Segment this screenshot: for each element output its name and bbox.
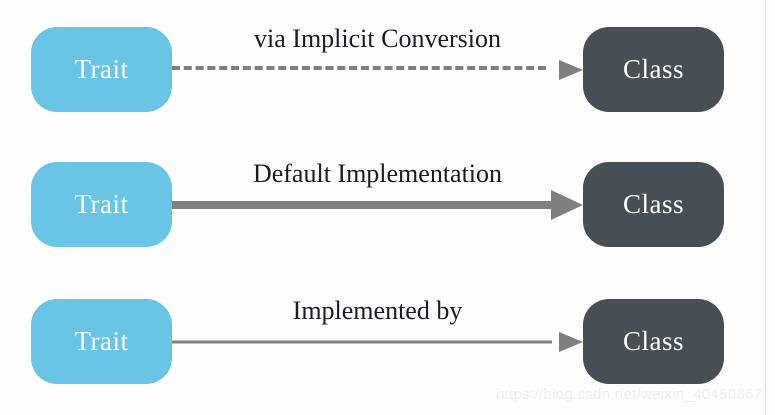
node-class-row-1[interactable]: Class — [583, 162, 724, 247]
arrowhead-icon — [551, 190, 583, 220]
edge-shaft-dashed — [172, 66, 546, 74]
edge-label-row-1: Default Implementation — [252, 159, 503, 188]
edge-label-row-2: Implemented by — [292, 296, 463, 325]
page-edge-rule — [765, 0, 766, 415]
node-trait-label: Trait — [74, 54, 129, 84]
arrowhead-icon — [559, 332, 583, 352]
node-class-row-2[interactable]: Class — [583, 299, 724, 384]
node-trait-row-2[interactable]: Trait — [31, 299, 172, 384]
node-trait-label: Trait — [74, 326, 129, 356]
arrowhead-icon — [559, 60, 583, 80]
node-trait-label: Trait — [74, 189, 129, 219]
edge-shaft-thin — [172, 340, 552, 344]
node-class-row-0[interactable]: Class — [583, 27, 724, 112]
edge-connector-row-1 — [172, 185, 583, 225]
watermark-text: https://blog.csdn.net/weixin_40450867 — [496, 386, 763, 403]
node-class-label: Class — [622, 54, 684, 84]
node-class-label: Class — [622, 189, 684, 219]
edge-shaft-thick — [172, 201, 554, 209]
edge-connector-row-0 — [172, 50, 583, 90]
diagram-row-implemented-by: Trait Implemented by Class — [0, 272, 775, 412]
edge-label-row-0: via Implicit Conversion — [254, 24, 501, 53]
diagram-row-via-implicit-conversion: Trait via Implicit Conversion Class — [0, 0, 775, 140]
node-trait-row-0[interactable]: Trait — [31, 27, 172, 112]
diagram-row-default-implementation: Trait Default Implementation Class — [0, 135, 775, 275]
edge-connector-row-2 — [172, 322, 583, 362]
node-trait-row-1[interactable]: Trait — [31, 162, 172, 247]
node-class-label: Class — [622, 326, 684, 356]
